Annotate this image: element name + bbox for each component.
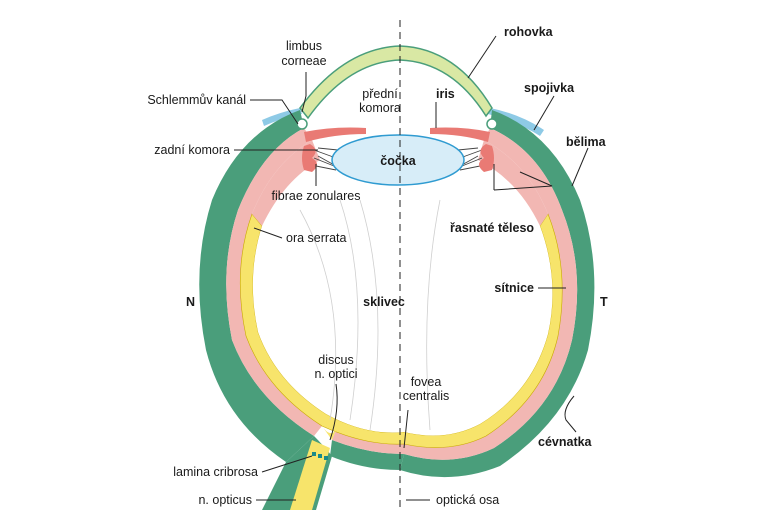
label-predni-1: přední [362,87,398,101]
leader-rohovka [468,36,496,78]
label-sklivec: sklivec [363,295,405,309]
label-iris: iris [436,87,455,101]
label-spojivka: spojivka [524,81,575,95]
label-zadni-komora: zadní komora [154,143,230,157]
label-lamina: lamina cribrosa [173,465,258,479]
label-limbus-1: limbus [286,39,322,53]
label-t-side: T [600,295,608,309]
label-limbus-2: corneae [281,54,326,68]
label-discus-1: discus [318,353,353,367]
label-ora-serrata: ora serrata [286,231,346,245]
label-predni-2: komora [359,101,401,115]
label-fovea-1: fovea [411,375,442,389]
label-cevnatka: cévnatka [538,435,593,449]
label-discus-2: n. optici [314,367,357,381]
label-schlemm: Schlemmův kanál [147,93,246,107]
label-opticka-osa: optická osa [436,493,499,507]
label-rasnate: řasnaté těleso [450,221,534,235]
leader-spojivka [534,96,554,130]
leader-cevnatka [565,396,576,432]
label-n-opticus: n. opticus [198,493,252,507]
label-n-side: N [186,295,195,309]
label-cocka: čočka [380,154,416,168]
leader-belima [572,148,588,186]
limbus-knob-right [487,119,497,129]
label-rohovka: rohovka [504,25,554,39]
limbus-knob-left [297,119,307,129]
label-fibrae: fibrae zonulares [272,189,361,203]
label-belima: bělima [566,135,607,149]
label-fovea-2: centralis [403,389,450,403]
label-sitnice: sítnice [494,281,534,295]
